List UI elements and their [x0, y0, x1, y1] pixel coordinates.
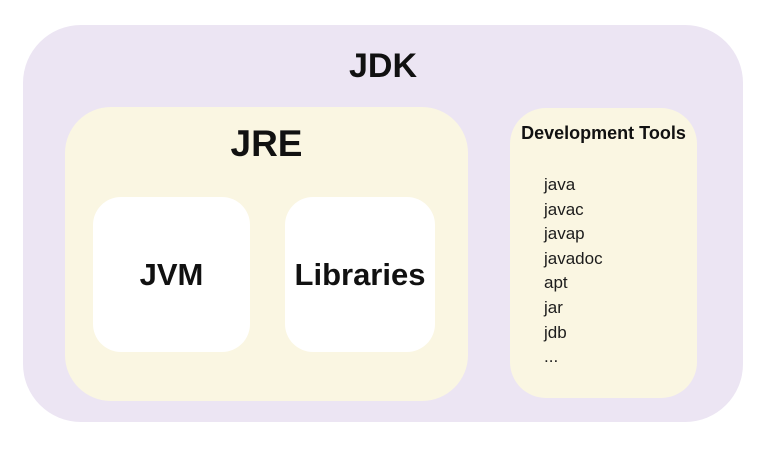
libraries-label: Libraries: [294, 256, 426, 292]
tool-item: javadoc: [544, 248, 603, 268]
jre-label: JRE: [230, 123, 303, 164]
jdk-container: JDK JRE JVM Libraries Development Tools …: [23, 25, 743, 422]
development-tools-title: Development Tools: [521, 123, 686, 143]
tool-item: ...: [544, 347, 559, 367]
jdk-label: JDK: [348, 47, 418, 85]
tool-item: javac: [544, 199, 584, 219]
tool-item: jdb: [544, 322, 567, 342]
libraries-box: Libraries: [285, 197, 435, 352]
jvm-box: JVM: [93, 197, 250, 352]
tool-item: javap: [544, 224, 585, 244]
development-tools-container: Development Tools java javac javap javadoc a…: [510, 108, 697, 398]
tool-item: java: [544, 175, 576, 194]
tool-item: jar: [544, 297, 563, 317]
tools-list: java javac javap javadoc apt jar jdb...: [544, 173, 697, 370]
jre-container: JRE JVM Libraries: [65, 107, 468, 401]
jvm-label: JVM: [139, 256, 204, 292]
tool-item: apt: [544, 273, 568, 293]
